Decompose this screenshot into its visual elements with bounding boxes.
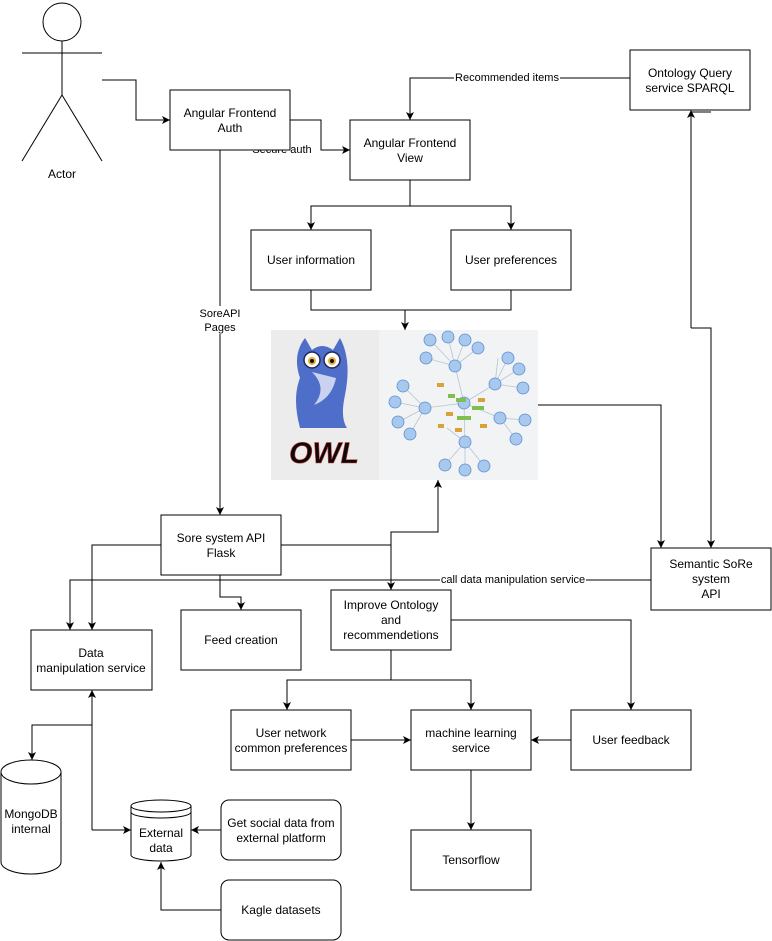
svg-text:External: External: [139, 826, 183, 840]
owl-image: OWL: [271, 330, 538, 480]
svg-text:MongoDB: MongoDB: [4, 807, 57, 821]
edge-userinfo-owl: [310, 290, 409, 330]
box-user-preferences[interactable]: User preferences: [450, 229, 572, 291]
box-semantic-sore[interactable]: Semantic SoRe system API: [650, 547, 772, 611]
box-ml-service[interactable]: machine learning service: [410, 709, 532, 771]
svg-text:system: system: [692, 572, 730, 586]
box-kagle-datasets[interactable]: Kagle datasets: [220, 879, 342, 941]
svg-text:User network: User network: [256, 726, 328, 740]
edge-dataman-mongo: [28, 690, 93, 760]
edge-auth-view: [290, 119, 350, 154]
box-ontology-query[interactable]: Ontology Query service SPARQL: [629, 49, 751, 111]
edge-ontology-view: [406, 77, 630, 120]
svg-text:Sore system API: Sore system API: [177, 531, 266, 545]
svg-text:Data: Data: [78, 646, 104, 660]
svg-text:manipulation service: manipulation service: [36, 661, 146, 675]
box-angular-view[interactable]: Angular Frontend View: [349, 119, 471, 181]
box-user-feedback[interactable]: User feedback: [570, 709, 692, 771]
box-data-manipulation[interactable]: Data manipulation service: [30, 629, 153, 691]
svg-text:data: data: [149, 841, 173, 855]
label-soreapi-pages-2: Pages: [204, 322, 236, 334]
edge-view-userprefs: [410, 205, 515, 230]
box-user-information[interactable]: User information: [250, 229, 372, 291]
svg-text:Flask: Flask: [207, 546, 237, 560]
svg-text:Angular Frontend: Angular Frontend: [364, 136, 457, 150]
svg-text:external platform: external platform: [236, 831, 325, 845]
box-social-data[interactable]: Get social data from external platform: [220, 799, 342, 861]
edge-userprefs-owl: [405, 290, 512, 311]
box-user-network[interactable]: User network common preferences: [230, 709, 352, 771]
edge-actor-auth: [102, 79, 170, 124]
box-tensorflow[interactable]: Tensorflow: [410, 829, 532, 891]
ontology-graph-tags: [437, 383, 487, 432]
svg-text:User information: User information: [267, 253, 355, 267]
svg-text:Auth: Auth: [218, 121, 243, 135]
svg-text:Ontology Query: Ontology Query: [648, 66, 732, 80]
svg-text:User feedback: User feedback: [592, 733, 670, 747]
edge-improve-network: [283, 650, 392, 710]
label-call-data-manipulation: call data manipulation service: [441, 574, 585, 586]
owl-logo-text: OWL: [289, 437, 359, 470]
label-recommended-items: Recommended items: [455, 72, 559, 84]
svg-text:Kagle datasets: Kagle datasets: [241, 903, 320, 917]
svg-text:and: and: [381, 613, 401, 627]
owl-logo: OWL: [289, 338, 359, 470]
svg-text:service: service: [452, 741, 490, 755]
svg-text:internal: internal: [11, 822, 50, 836]
svg-text:User preferences: User preferences: [465, 253, 557, 267]
label-soreapi-pages-1: SoreAPI: [200, 308, 241, 320]
svg-text:Semantic SoRe: Semantic SoRe: [669, 557, 753, 571]
edge-owl-semantic: [538, 404, 665, 548]
edges: [28, 77, 715, 911]
svg-text:API: API: [701, 587, 720, 601]
svg-text:Improve Ontology: Improve Ontology: [344, 598, 439, 612]
edge-soreapi-dataman: [88, 544, 161, 630]
svg-text:Tensorflow: Tensorflow: [442, 853, 500, 867]
box-feed-creation[interactable]: Feed creation: [180, 609, 302, 671]
edge-kagle-external: [157, 862, 221, 911]
edge-improve-feedback: [451, 619, 635, 710]
edge-view-userinfo: [307, 180, 411, 230]
box-angular-auth[interactable]: Angular Frontend Auth: [169, 89, 291, 151]
svg-text:Feed creation: Feed creation: [204, 633, 277, 647]
box-improve-ontology[interactable]: Improve Ontology and recommendetions: [330, 589, 452, 651]
edge-soreapi-feed: [219, 575, 245, 610]
svg-text:machine learning: machine learning: [425, 726, 516, 740]
edge-soreapi-improve: [280, 544, 395, 590]
cylinder-mongodb[interactable]: MongoDB internal: [0, 759, 62, 875]
actor-label: Actor: [48, 167, 76, 181]
box-sore-api[interactable]: Sore system API Flask: [160, 514, 282, 576]
svg-text:Get social data from: Get social data from: [227, 816, 334, 830]
svg-text:View: View: [397, 151, 423, 165]
edge-improve-owl: [390, 480, 442, 545]
ontology-graph-nodes: [388, 330, 532, 477]
svg-text:common preferences: common preferences: [235, 741, 348, 755]
actor-figure: Actor: [21, 2, 103, 181]
cylinder-external-data[interactable]: External data: [130, 799, 192, 862]
svg-text:service SPARQL: service SPARQL: [645, 81, 734, 95]
edge-improve-ml: [391, 679, 475, 710]
svg-text:Angular Frontend: Angular Frontend: [184, 106, 277, 120]
svg-text:recommendetions: recommendetions: [343, 628, 438, 642]
edge-ontology-semantic-path: [691, 327, 715, 548]
